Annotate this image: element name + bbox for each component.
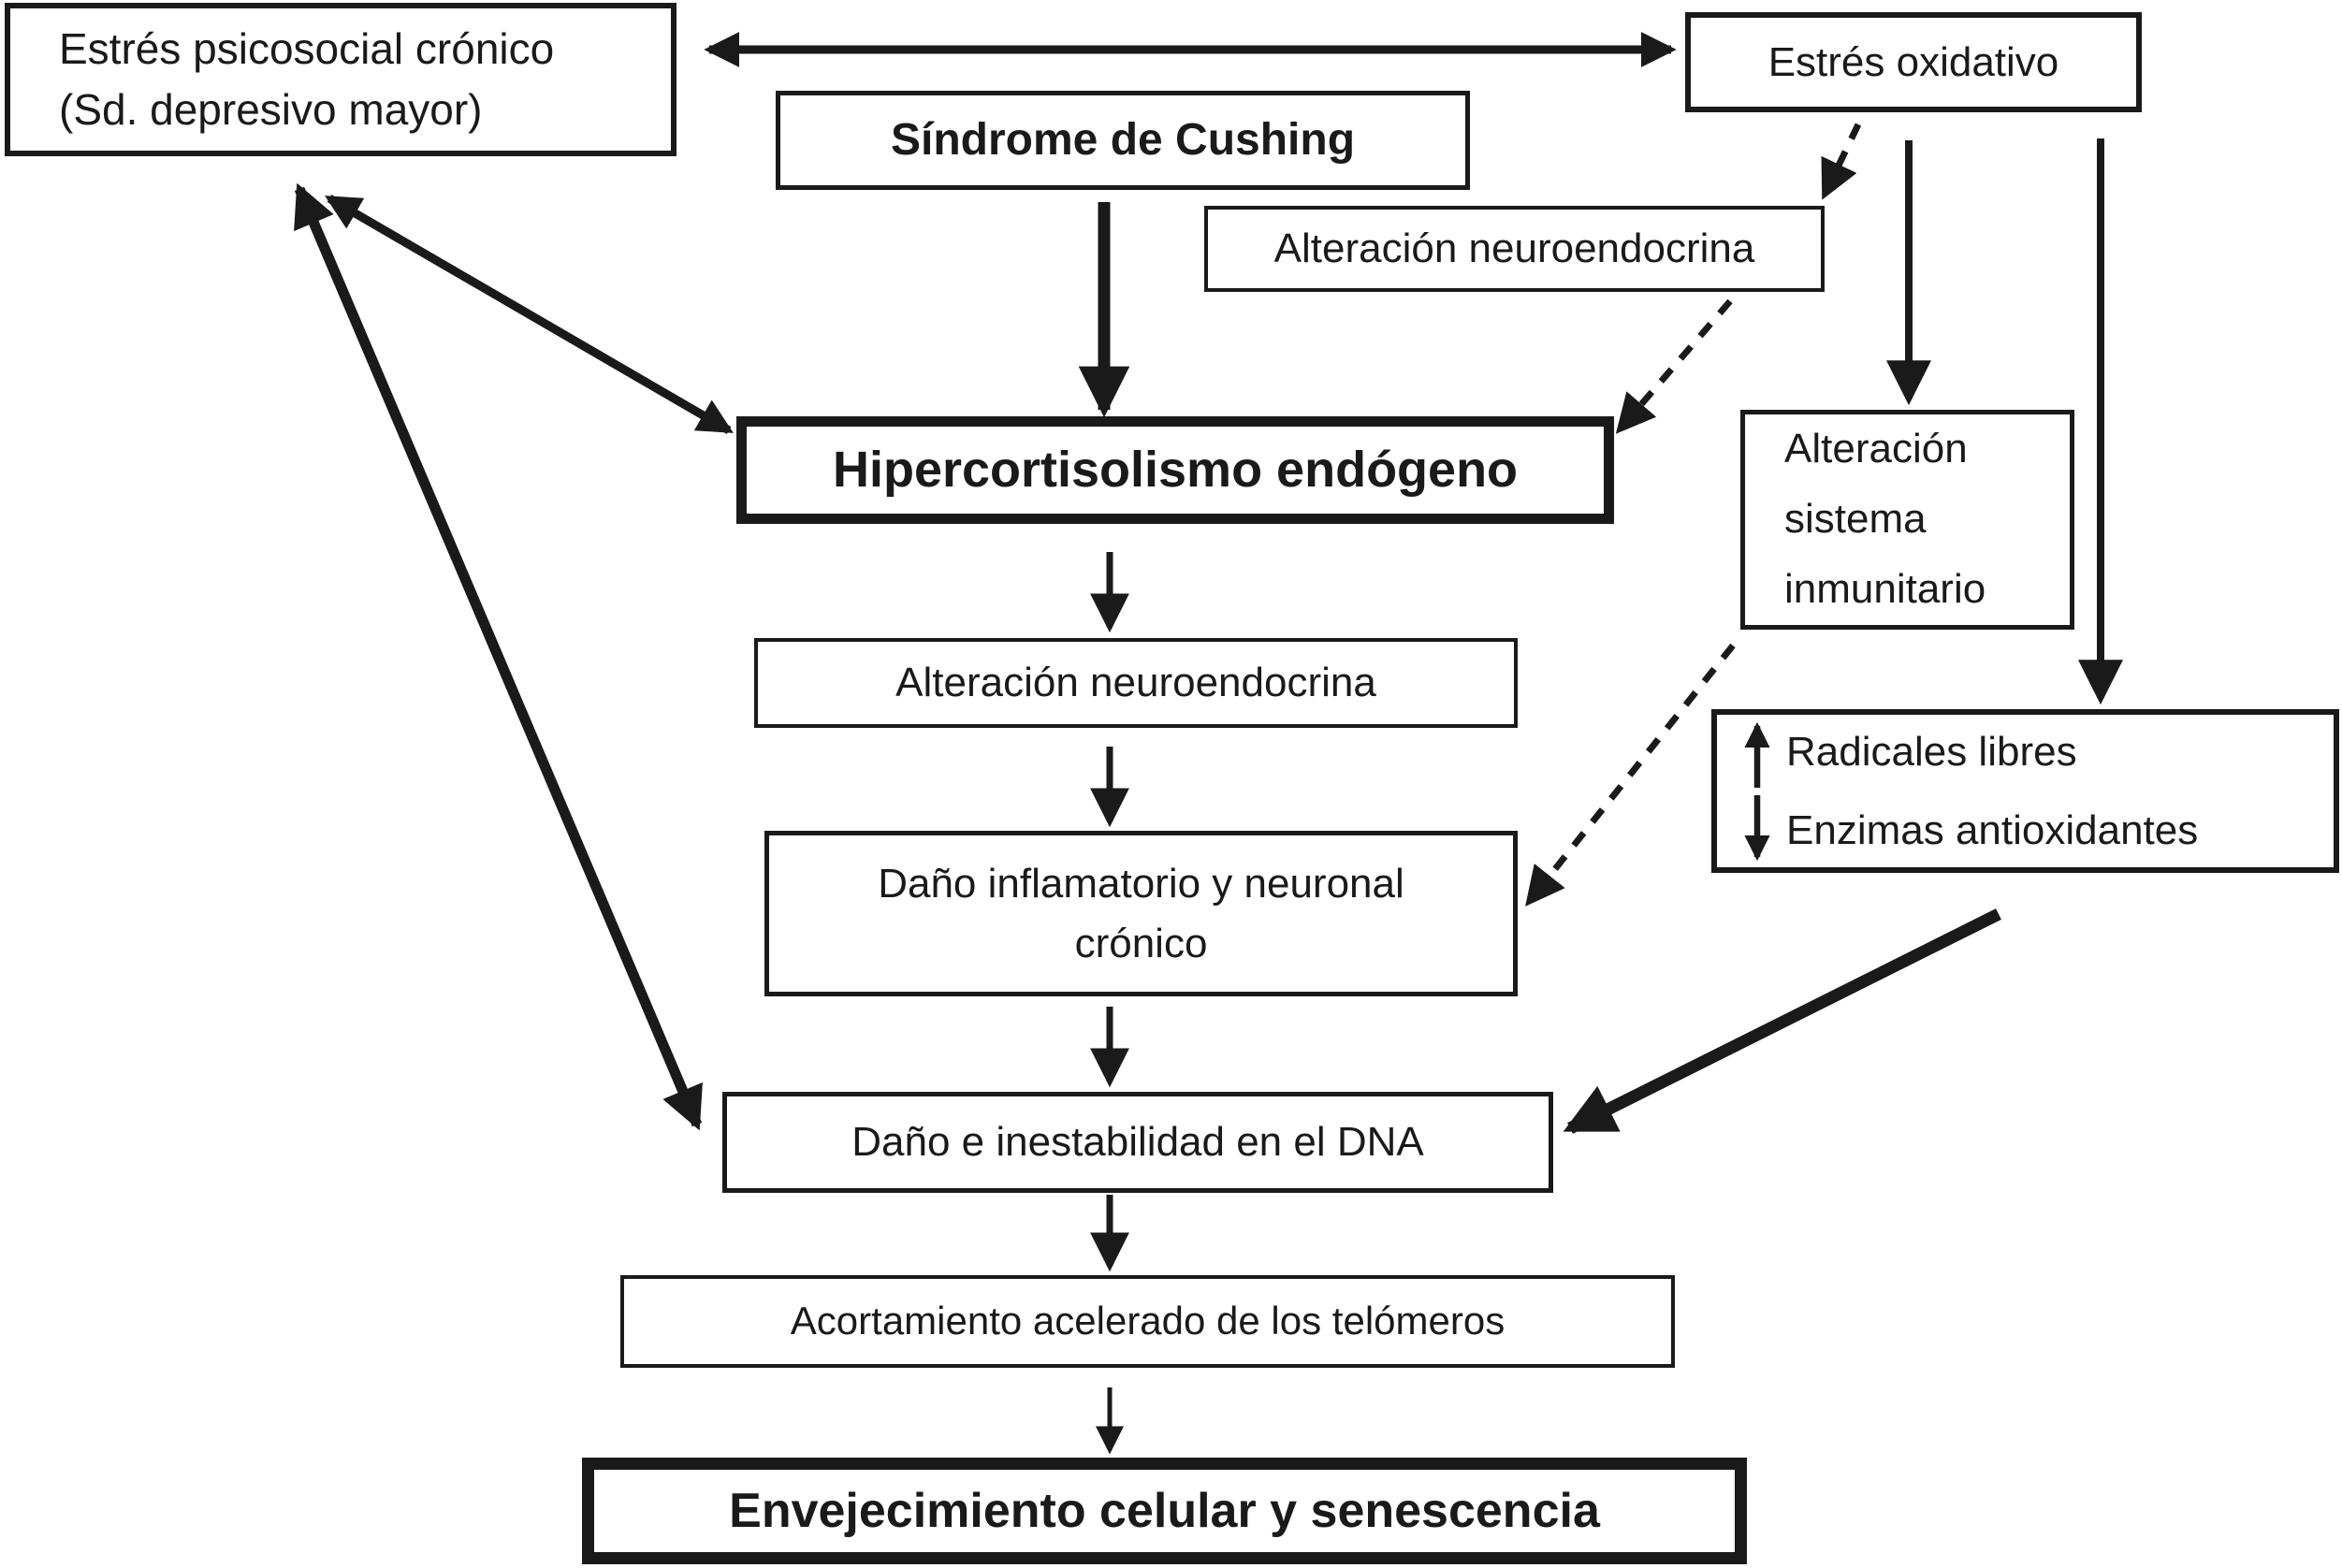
node-alteracion-neuroendocrina-superior-label: Alteración neuroendocrina: [1273, 225, 1755, 272]
node-alteracion-sistema-inmunitario: Alteración sistema inmunitario: [1740, 410, 2074, 630]
node-sindrome-cushing-label: Síndrome de Cushing: [890, 115, 1356, 166]
node-hipercortisolismo-endogeno: Hipercortisolismo endógeno: [736, 416, 1614, 524]
node-envejecimiento-celular-label: Envejecimiento celular y senescencia: [729, 1483, 1600, 1538]
edge-psicosocial-hipercortisolismo: [327, 195, 734, 434]
edge-oxidativo-neuroendocrina1: [1821, 123, 1862, 200]
node-estres-psicosocial-line1: Estrés psicosocial crónico: [59, 23, 555, 73]
enzimas-antioxidantes-row: Enzimas antioxidantes: [1741, 791, 2198, 870]
node-alteracion-neuroendocrina-media-label: Alteración neuroendocrina: [895, 660, 1376, 706]
enzimas-antioxidantes-label: Enzimas antioxidantes: [1786, 806, 2199, 853]
node-dano-inestabilidad-dna: Daño e inestabilidad en el DNA: [722, 1092, 1553, 1193]
node-acortamiento-telomeros: Acortamiento acelerado de los telómeros: [620, 1275, 1675, 1368]
node-alteracion-sistema-inmunitario-line3: inmunitario: [1784, 565, 1986, 612]
arrow-down-icon: [1744, 794, 1770, 861]
node-estres-oxidativo-label: Estrés oxidativo: [1767, 38, 2059, 85]
node-hipercortisolismo-endogeno-label: Hipercortisolismo endógeno: [832, 441, 1519, 498]
node-alteracion-neuroendocrina-superior: Alteración neuroendocrina: [1204, 206, 1825, 292]
edge-psicosocial-dna-rev: [294, 182, 703, 1127]
edge-psicosocial-dna: [294, 186, 703, 1131]
edge-neuroendocrina1-hipercortisolismo: [1615, 298, 1733, 434]
node-dano-inflamatorio: Daño inflamatorio y neuronal crónico: [764, 831, 1518, 996]
node-alteracion-sistema-inmunitario-line2: sistema: [1784, 496, 1927, 543]
node-estres-psicosocial: Estrés psicosocial crónico (Sd. depresiv…: [5, 3, 676, 156]
node-dano-inflamatorio-line2: crónico: [1074, 920, 1208, 966]
node-estres-psicosocial-line2: (Sd. depresivo mayor): [59, 85, 483, 134]
arrow-up-icon: [1744, 721, 1770, 788]
node-envejecimiento-celular: Envejecimiento celular y senescencia: [582, 1458, 1747, 1564]
node-dano-inestabilidad-dna-label: Daño e inestabilidad en el DNA: [851, 1119, 1424, 1166]
node-alteracion-sistema-inmunitario-line1: Alteración: [1784, 426, 1968, 472]
edge-radicales-dna: [1563, 908, 2001, 1134]
node-radicales-enzimas: Radicales libres Enzimas antioxidantes: [1711, 709, 2339, 873]
edge-inmunitario-inflamatorio: [1525, 643, 1736, 907]
radicales-libres-row: Radicales libres: [1741, 713, 2077, 791]
radicales-libres-label: Radicales libres: [1786, 728, 2077, 775]
edge-psicosocial-hipercortisolismo-rev: [325, 195, 732, 434]
node-dano-inflamatorio-line1: Daño inflamatorio y neuronal: [878, 860, 1404, 907]
node-alteracion-neuroendocrina-media: Alteración neuroendocrina: [754, 638, 1518, 728]
node-estres-oxidativo: Estrés oxidativo: [1685, 12, 2142, 112]
node-acortamiento-telomeros-label: Acortamiento acelerado de los telómeros: [790, 1299, 1506, 1343]
node-sindrome-cushing: Síndrome de Cushing: [776, 91, 1470, 190]
